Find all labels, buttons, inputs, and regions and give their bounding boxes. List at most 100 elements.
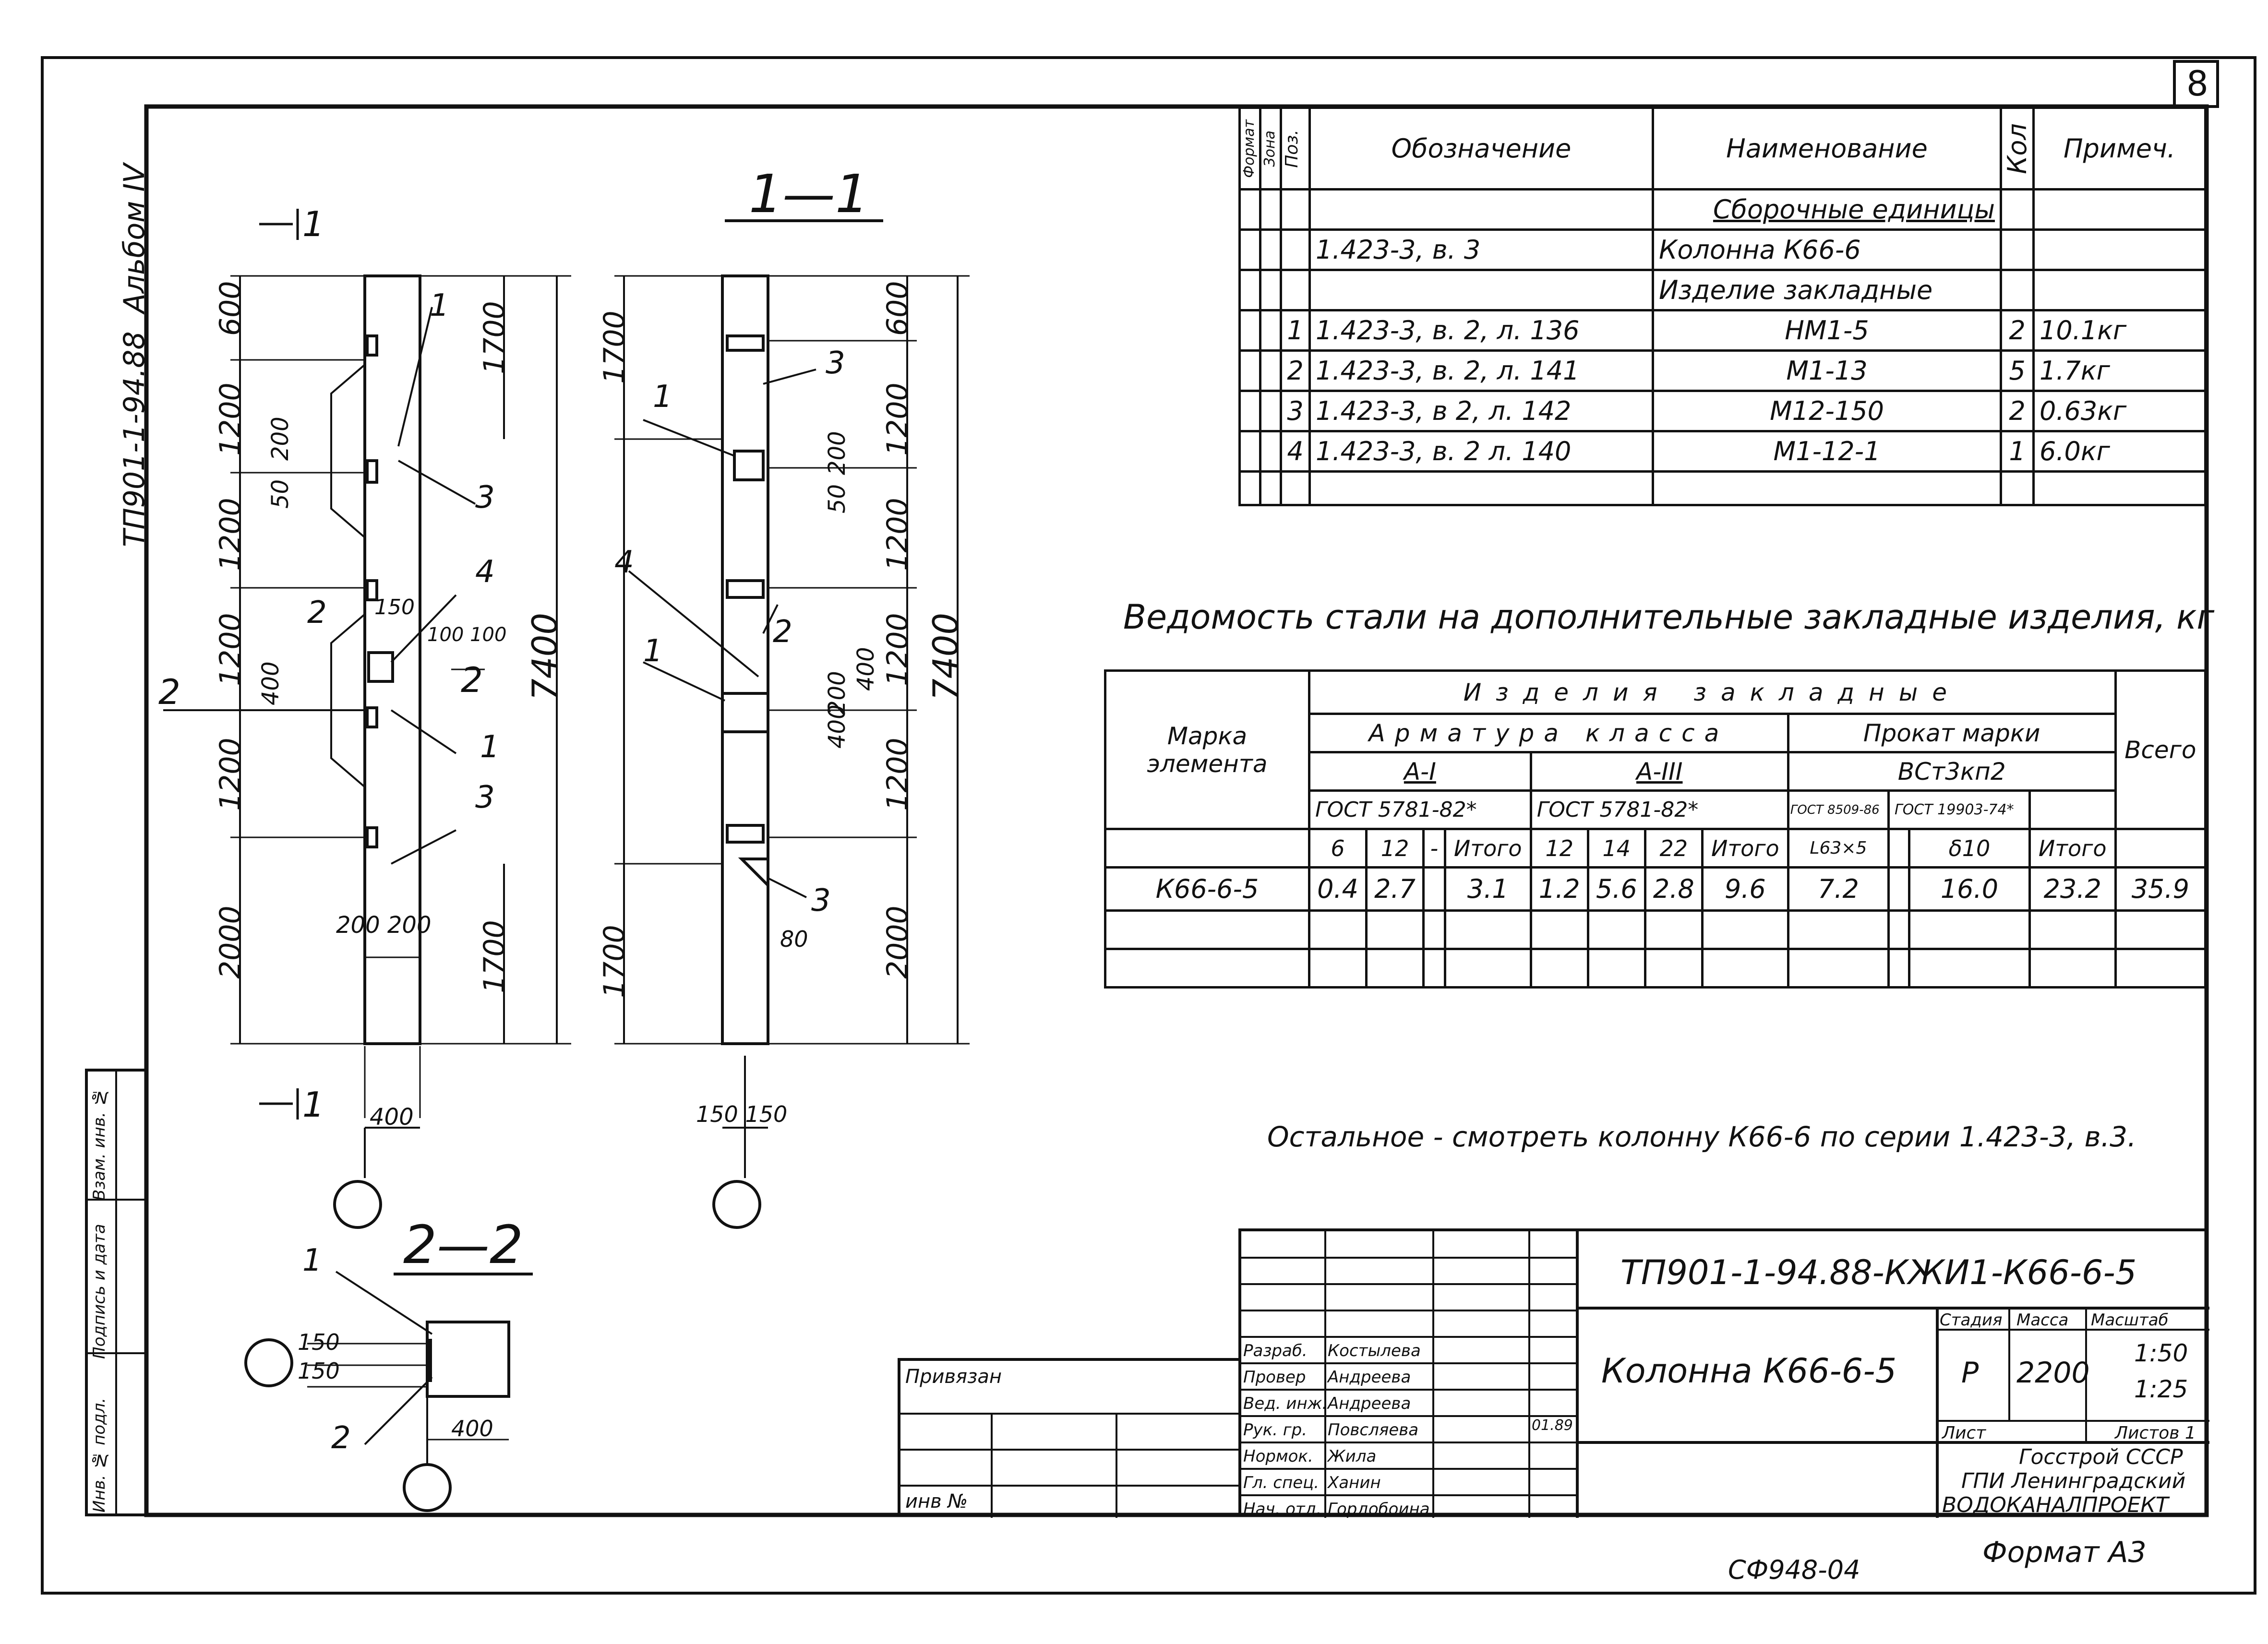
- steel-class-a1: А-I: [1308, 751, 1532, 792]
- tb-org2: ГПИ Ленинградский: [1961, 1469, 2186, 1493]
- steel-subheads: 6 12 - Итого 12 14 22 Итого L63×5 δ10 Ит…: [1104, 828, 2207, 869]
- dim-200-200: 200 200: [336, 912, 432, 939]
- table-row: 1 1.423-3, в. 2, л. 136 НМ1-5 2 10.1кг: [1238, 309, 2207, 352]
- steel-head-rolled: Прокат марки: [1787, 713, 2117, 753]
- title-block: ТП901-1-94.88-КЖИ1-К66-6-5 Колонна К66-6…: [1238, 1228, 2209, 1519]
- dim-600b: 600: [881, 281, 914, 336]
- steel-head-rebar: Арматура класса: [1308, 713, 1789, 753]
- steel-rolled-grade: ВСт3кп2: [1787, 751, 2117, 792]
- dim-400c: 400: [824, 704, 851, 749]
- callout-3c: 3: [826, 345, 845, 381]
- dim-150-sec2a: 150: [298, 1329, 340, 1355]
- callout-1c: 1: [653, 379, 672, 415]
- tb-stage: Р: [1961, 1356, 1979, 1390]
- steel-mark-value: К66-6-5: [1104, 866, 1310, 912]
- dim-1200c: 1200: [214, 613, 247, 686]
- callout-1b: 1: [480, 729, 500, 765]
- dim-1700d: 1700: [598, 925, 631, 998]
- steel-head-total: Всего: [2114, 669, 2207, 830]
- bound-label: Привязан: [905, 1366, 1002, 1388]
- dim-200b: 200: [824, 431, 851, 475]
- outer-frame: [41, 56, 2256, 1595]
- spec-table: Формат Зона Поз. Обозначение Наименовани…: [1238, 107, 2207, 506]
- dim-400-col: 400: [370, 1104, 414, 1131]
- dim-1700c: 1700: [598, 310, 631, 384]
- spec-assembly-name: Колонна К66-6: [1652, 228, 2002, 271]
- callout-1a: 1: [430, 288, 449, 323]
- side-stamp-labels: Инв. № подл. Подпись и дата Взам. инв. №: [87, 1071, 116, 1515]
- dim-50a: 50: [267, 479, 294, 509]
- dim-2000: 2000: [214, 905, 247, 979]
- dim-150-200: 150: [374, 595, 415, 619]
- side-label-replace: Взам. инв. №: [90, 1087, 109, 1201]
- callout-1d: 1: [643, 633, 663, 669]
- dim-1200g: 1200: [881, 613, 914, 686]
- spec-assembly-designation: 1.423-3, в. 3: [1308, 228, 1654, 271]
- tb-scale-label: Масштаб: [2091, 1310, 2169, 1330]
- steel-head-embedded: Изделия закладные: [1308, 669, 2117, 715]
- callout-1e: 1: [302, 1243, 322, 1278]
- spec-section-embedded: Изделие закладные: [1652, 269, 2002, 311]
- tb-stage-label: Стадия: [1940, 1310, 2003, 1330]
- callout-3a: 3: [475, 480, 495, 515]
- dim-7400b: 7400: [925, 613, 966, 701]
- tb-name: Колонна К66-6-5: [1601, 1351, 1897, 1391]
- dim-100-100: 100 100: [427, 624, 507, 646]
- steel-title: Ведомость стали на дополнительные заклад…: [1123, 597, 2215, 637]
- side-label-sign: Подпись и дата: [90, 1224, 109, 1359]
- table-row: 3 1.423-3, в 2, л. 142 М12-150 2 0.63кг: [1238, 390, 2207, 432]
- spec-head-note: Примеч.: [2032, 107, 2207, 191]
- spec-head-pos: Поз.: [1280, 107, 1311, 191]
- tb-sheet-label: Лист: [1942, 1423, 1986, 1443]
- steel-gost-rolled1: ГОСТ 8509-86: [1787, 789, 1890, 830]
- callout-3d: 3: [811, 883, 831, 918]
- tb-mass: 2200: [2016, 1356, 2090, 1390]
- dim-400a: 400: [257, 661, 284, 705]
- dim-1200e: 1200: [881, 382, 914, 456]
- title-block-lines: [1241, 1231, 2209, 1518]
- callout-2a: 2: [307, 595, 327, 631]
- dim-80: 80: [780, 926, 808, 952]
- side-code-text: ТП901-1-94.88: [118, 331, 151, 547]
- table-row: 4 1.423-3, в. 2 л. 140 М1-12-1 1 6.0кг: [1238, 430, 2207, 473]
- dim-1200h: 1200: [881, 738, 914, 811]
- general-note: Остальное - смотреть колонну К66-6 по се…: [1267, 1120, 2136, 1153]
- steel-table: Марка элемента Изделия закладные Всего А…: [1104, 669, 2207, 989]
- dim-2000b: 2000: [881, 905, 914, 979]
- sheet-number-box: [2173, 60, 2219, 108]
- cut-mark-2-right: 2: [461, 660, 483, 700]
- dim-400-sec2: 400: [451, 1416, 493, 1441]
- spec-head-name: Наименование: [1652, 107, 2002, 191]
- tb-org3: ВОДОКАНАЛПРОЕКТ: [1942, 1493, 2169, 1517]
- side-code: ТП901-1-94.88 Альбом IV: [118, 164, 156, 547]
- format-label: Формат А3: [1982, 1536, 2147, 1569]
- tb-scale1: 1:50: [2134, 1339, 2188, 1367]
- table-row: К66-6-5 0.4 2.7 3.1 1.2 5.6 2.8 9.6 7.2 …: [1104, 866, 2207, 912]
- dim-1200f: 1200: [881, 498, 914, 571]
- tb-org1: Госстрой СССР: [2019, 1445, 2183, 1469]
- tb-sheets-label: Листов 1: [2115, 1423, 2196, 1443]
- cut-mark-bottom: 1: [302, 1084, 324, 1125]
- dim-150-150: 150 150: [696, 1101, 788, 1127]
- side-label-inv: Инв. № подл.: [90, 1397, 109, 1513]
- dim-50b: 50: [824, 484, 851, 513]
- cut-mark-2-left: 2: [158, 672, 180, 712]
- tb-mass-label: Масса: [2016, 1310, 2069, 1330]
- callout-4a: 4: [475, 554, 495, 590]
- bottom-stamp: СФ948-04: [1728, 1555, 1860, 1585]
- bound-block: Привязан инв №: [898, 1358, 1241, 1518]
- callout-4b: 4: [614, 545, 634, 580]
- tb-scale2: 1:25: [2134, 1375, 2188, 1403]
- dim-1200a: 1200: [214, 382, 247, 456]
- dim-400b: 400: [852, 647, 879, 691]
- column-elevation: [163, 209, 571, 1229]
- callout-2b: 2: [773, 614, 792, 650]
- table-row: 2 1.423-3, в. 2, л. 141 М1-13 5 1.7кг: [1238, 349, 2207, 392]
- spec-head-format: Формат: [1238, 107, 1261, 191]
- spec-section-assembly: Сборочные единицы: [1652, 188, 2002, 231]
- section-1-1-drawing: [614, 219, 970, 1229]
- dim-7400a: 7400: [525, 613, 565, 701]
- dimension-labels: 600 1200 1200 1200 1200 2000 1700 7400 1…: [214, 281, 966, 998]
